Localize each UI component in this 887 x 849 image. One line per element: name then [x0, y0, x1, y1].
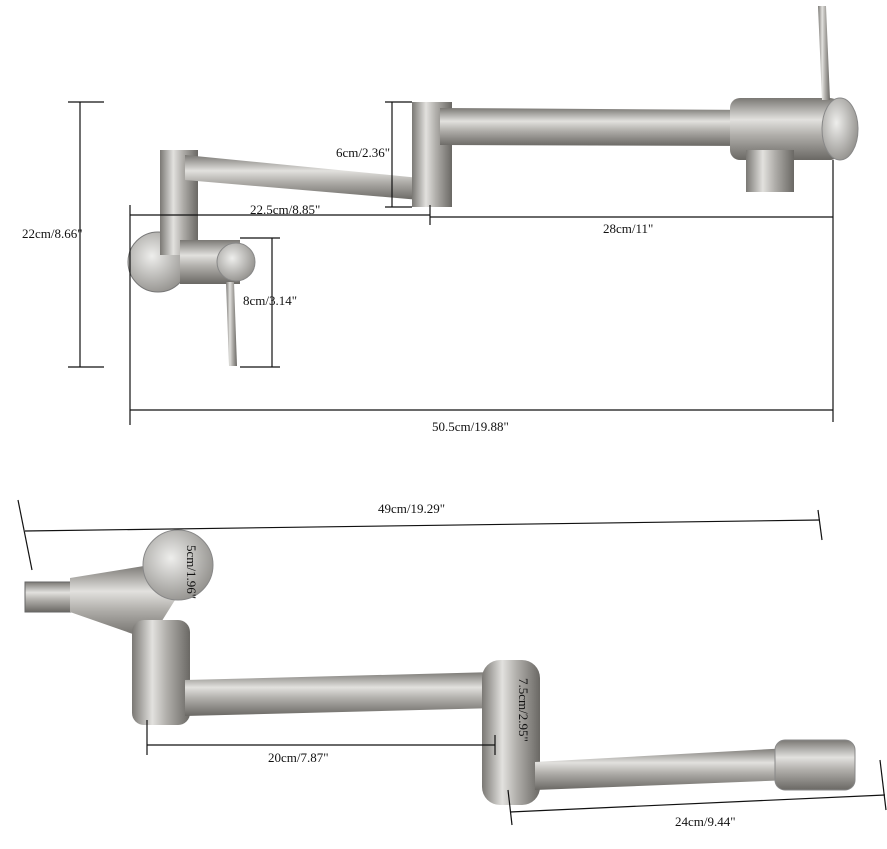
side-lever — [226, 282, 237, 366]
label-bottom-total-length: 49cm/19.29" — [378, 501, 446, 516]
lower-joint — [132, 620, 190, 725]
label-total-height: 22cm/8.66" — [22, 226, 83, 241]
lower-arm — [185, 155, 420, 200]
label-second-arm-length: 28cm/11" — [603, 221, 654, 236]
upper-arm — [440, 108, 760, 146]
first-arm — [185, 672, 497, 716]
swivel-joint — [482, 660, 540, 805]
bottom-dimension-lines — [17, 499, 887, 826]
bottom-faucet — [24, 529, 856, 805]
valve-cap — [142, 529, 214, 601]
label-body-diameter: 5cm/1.96" — [184, 545, 199, 600]
top-dimension-lines — [68, 101, 834, 425]
threaded-inlet — [24, 581, 76, 613]
spout-end — [821, 97, 859, 161]
handle-cap — [216, 242, 256, 282]
top-lever — [818, 6, 830, 100]
spout-tip — [774, 739, 856, 791]
label-total-length: 50.5cm/19.88" — [432, 419, 509, 434]
label-handle-height: 8cm/3.14" — [243, 293, 298, 308]
spout-body — [730, 98, 840, 160]
label-joint-height: 6cm/2.36" — [336, 145, 391, 160]
label-first-arm-length: 22.5cm/8.85" — [250, 202, 321, 217]
second-arm — [535, 748, 792, 790]
label-joint-length: 7.5cm/2.95" — [516, 678, 531, 742]
label-bottom-second-arm: 24cm/9.44" — [675, 814, 736, 829]
aerator — [746, 150, 794, 192]
top-faucet — [127, 6, 859, 366]
label-bottom-first-arm: 20cm/7.87" — [268, 750, 329, 765]
